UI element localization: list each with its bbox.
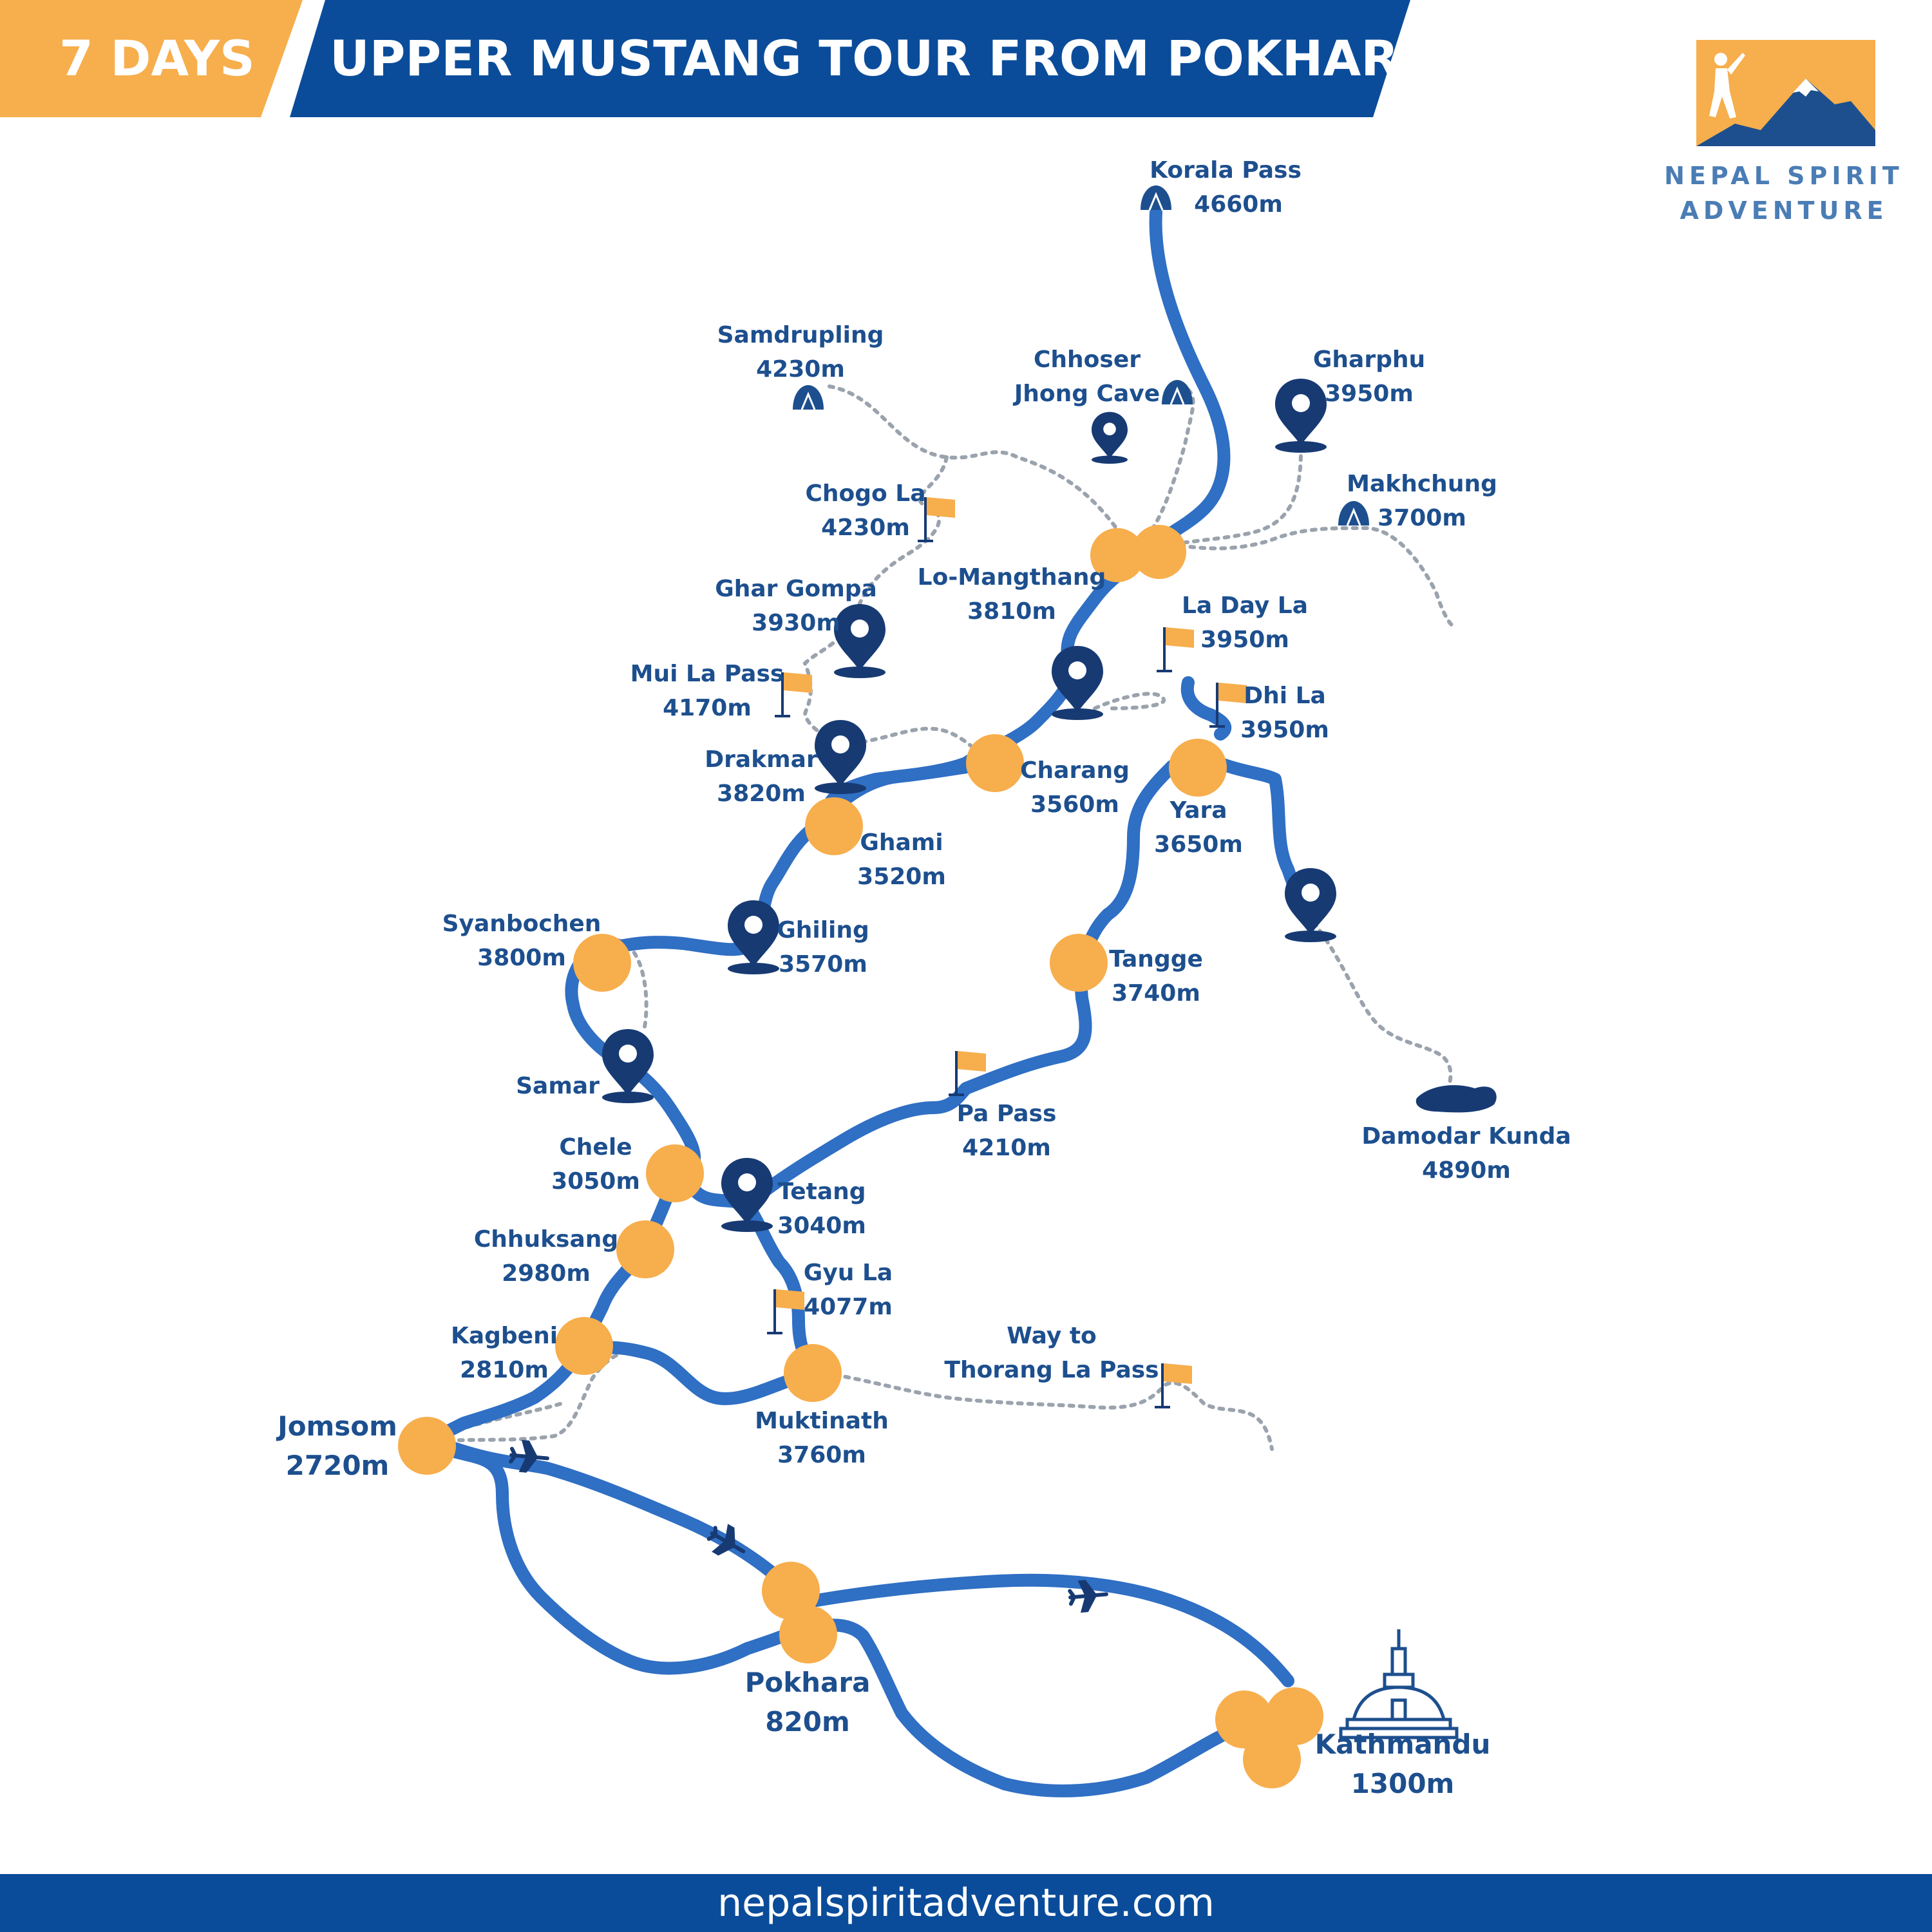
brand-line1: NEPAL SPIRIT: [1664, 162, 1904, 190]
hiker-mountain-logo: [1696, 40, 1875, 146]
location-pin-icon[interactable]: [1285, 868, 1336, 942]
stupa-icon: [1339, 1629, 1459, 1739]
location-pin-icon[interactable]: [602, 1029, 654, 1103]
location-pin-icon[interactable]: [1092, 412, 1128, 464]
title-banner: [290, 0, 1410, 117]
stop-kathmandu-b[interactable]: [1265, 1687, 1323, 1745]
location-pin-icon[interactable]: [728, 900, 779, 974]
stop-kathmandu-c[interactable]: [1243, 1730, 1301, 1788]
mountain-icon: [1160, 379, 1194, 406]
days-label: 7 DAYS: [59, 30, 255, 87]
lake-icon: [1416, 1085, 1497, 1113]
stop-chele[interactable]: [646, 1144, 704, 1202]
stop-lo-mangthang-b[interactable]: [1132, 525, 1186, 579]
stop-pokhara-b[interactable]: [779, 1605, 837, 1663]
page-title: UPPER MUSTANG TOUR FROM POKHARA: [330, 30, 1437, 87]
brand-name: NEPAL SPIRIT ADVENTURE: [1664, 158, 1904, 228]
stop-pokhara-a[interactable]: [762, 1562, 820, 1620]
stop-syanbochen[interactable]: [573, 934, 631, 992]
mountain-icon: [791, 384, 825, 411]
stop-lo-mangthang-a[interactable]: [1090, 528, 1144, 582]
stop-dots: [398, 525, 1323, 1788]
stop-tangge[interactable]: [1050, 934, 1108, 992]
location-pin-icon[interactable]: [721, 1158, 773, 1232]
stop-charang[interactable]: [966, 734, 1024, 792]
stop-ghami[interactable]: [805, 797, 863, 855]
stop-jomsom[interactable]: [398, 1417, 456, 1475]
stop-kagbeni[interactable]: [555, 1317, 613, 1375]
footer-url[interactable]: nepalspiritadventure.com: [0, 1874, 1932, 1932]
label-samar: Samar: [516, 1073, 600, 1099]
stop-yara[interactable]: [1169, 739, 1227, 797]
brand-line2: ADVENTURE: [1680, 196, 1888, 225]
stop-muktinath[interactable]: [784, 1344, 842, 1402]
stop-chhuksang[interactable]: [616, 1220, 674, 1278]
days-badge: [0, 0, 303, 117]
flag-icon: [1153, 1362, 1193, 1408]
